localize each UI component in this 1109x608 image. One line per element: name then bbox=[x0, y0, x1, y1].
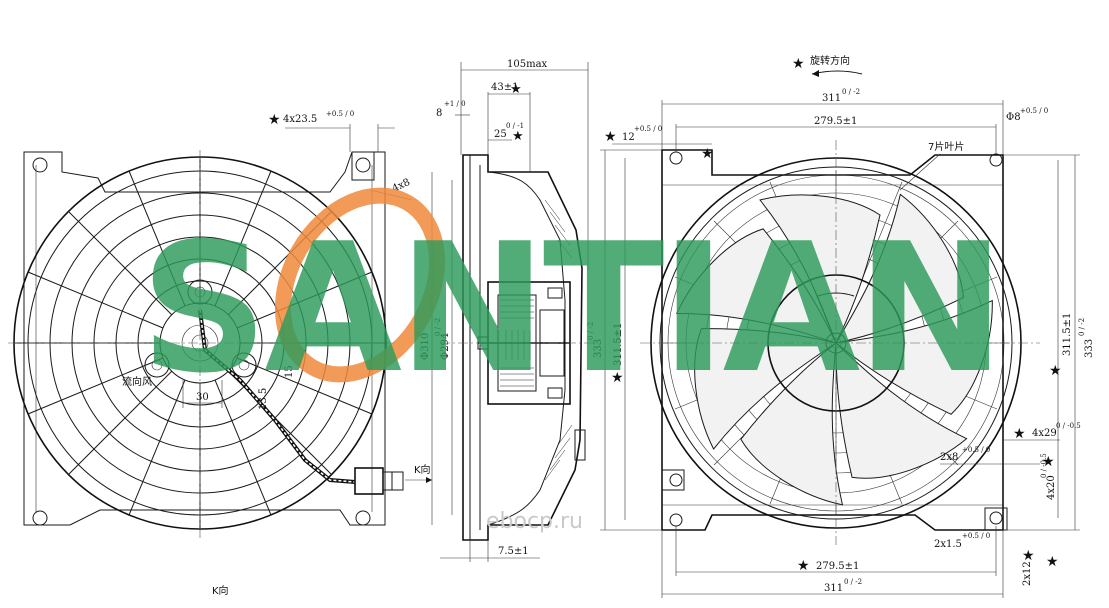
fan-blades bbox=[675, 193, 993, 506]
star-marker: ★ bbox=[1013, 426, 1026, 442]
rear-hole-bottom-left bbox=[669, 513, 683, 527]
rotation-label: 旋转方向 bbox=[810, 54, 850, 67]
dim-d294: Φ294 bbox=[440, 333, 451, 360]
dim-279-top: 279.5±1 bbox=[814, 116, 857, 127]
dim-30: 30 bbox=[196, 392, 209, 403]
rear-hole-bottom-right bbox=[989, 511, 1003, 525]
blade-label: 7片叶片 bbox=[928, 140, 964, 153]
hub-boss-right bbox=[231, 352, 257, 378]
dim-333-right-tol: 0 / -2 bbox=[1078, 318, 1086, 336]
mount-hole-bottom-right bbox=[355, 510, 371, 526]
star-marker: ★ bbox=[792, 56, 805, 72]
dim-8-tol: +1 / 0 bbox=[444, 100, 466, 108]
star-marker: ★ bbox=[512, 129, 524, 144]
rear-view: ★ 旋转方向 bbox=[587, 54, 1095, 598]
star-marker: ★ bbox=[268, 112, 281, 128]
mount-hole-bottom-left bbox=[32, 510, 48, 526]
dim-15: 15 bbox=[284, 365, 295, 378]
dim-43: 43±1 bbox=[491, 82, 518, 93]
dim-d8: Φ8 bbox=[1006, 112, 1021, 123]
dim-2x1-5: 2x1.5 bbox=[934, 539, 962, 550]
dim-12: 12 bbox=[622, 132, 635, 143]
label-k-direction: K向 bbox=[414, 463, 431, 476]
dim-333-right: 333 bbox=[1084, 339, 1095, 358]
dim-4x23-5: 4x23.5 bbox=[283, 114, 317, 125]
dim-333-left-tol: 0 / -2 bbox=[587, 322, 595, 340]
dim-8: 8 bbox=[436, 108, 442, 119]
dim-25: 25 bbox=[494, 129, 507, 140]
dim-4x29-tol: 0 / -0.5 bbox=[1056, 422, 1081, 430]
dim-d294-tol: 0 / -2 bbox=[434, 318, 442, 336]
dim-311-bottom: 311 bbox=[824, 583, 843, 594]
dim-4x20-tol: 0 / -0.5 bbox=[1040, 453, 1048, 478]
caption-k-view: K向 bbox=[212, 584, 229, 597]
connector bbox=[354, 467, 384, 495]
dim-333-left: 333 bbox=[593, 339, 604, 358]
dim-311-top: 311 bbox=[822, 93, 841, 104]
star-marker: ★ bbox=[797, 558, 810, 574]
watermark-site: ebocp.ru bbox=[486, 509, 583, 534]
side-view: 105max 43±1 ★ 8 +1 / 0 25 0 / -1 ★ Φ310 … bbox=[414, 59, 600, 562]
dim-7-5: 7.5±1 bbox=[498, 546, 529, 557]
dim-279-bottom: 279.5±1 bbox=[816, 561, 859, 572]
dim-d8-tol: +0.5 / 0 bbox=[1020, 107, 1048, 115]
hub-boss-left bbox=[144, 352, 170, 378]
dim-2x8-tol: +0.5 / 0 bbox=[962, 446, 990, 454]
star-marker: ★ bbox=[611, 370, 624, 386]
watermark-brand: SANTIAN bbox=[140, 205, 1001, 412]
rear-hole-top-left bbox=[669, 151, 683, 165]
dim-4x20: 4x20 bbox=[1046, 475, 1057, 500]
star-marker: ★ bbox=[1049, 363, 1062, 379]
dim-13-5: 13.5 bbox=[258, 388, 269, 410]
star-marker: ★ bbox=[1046, 554, 1059, 570]
star-marker: ★ bbox=[604, 129, 617, 145]
dim-4x29: 4x29 bbox=[1032, 428, 1057, 439]
dim-25-tol: 0 / -1 bbox=[506, 122, 524, 130]
dim-311-5-right: 311.5±1 bbox=[1062, 313, 1073, 356]
star-marker: ★ bbox=[701, 146, 714, 162]
watermark: SANTIAN ebocp.ru bbox=[140, 187, 1005, 534]
rear-hole-mid-left bbox=[669, 473, 683, 487]
dim-12-tol: +0.5 / 0 bbox=[634, 125, 662, 133]
dim-2x12: 2x12 bbox=[1022, 561, 1033, 586]
mount-hole-top-left bbox=[32, 157, 48, 173]
star-marker: ★ bbox=[510, 82, 522, 97]
star-marker: ★ bbox=[1022, 548, 1035, 564]
dim-2x8: 2x8 bbox=[940, 452, 958, 463]
dim-311-5-left: 311.5±1 bbox=[613, 323, 624, 366]
star-marker: ★ bbox=[1042, 454, 1055, 470]
mount-hole-top-right bbox=[355, 157, 371, 173]
dim-d310: Φ310 bbox=[420, 333, 431, 360]
dim-4x23-5-tol: +0.5 / 0 bbox=[326, 110, 354, 118]
dim-311-bottom-tol: 0 / -2 bbox=[844, 578, 862, 586]
dim-311-top-tol: 0 / -2 bbox=[842, 88, 860, 96]
note-flow: 流向风 bbox=[122, 375, 152, 388]
dim-2x1-5-tol: +0.5 / 0 bbox=[962, 532, 990, 540]
dim-105max: 105max bbox=[507, 59, 548, 70]
